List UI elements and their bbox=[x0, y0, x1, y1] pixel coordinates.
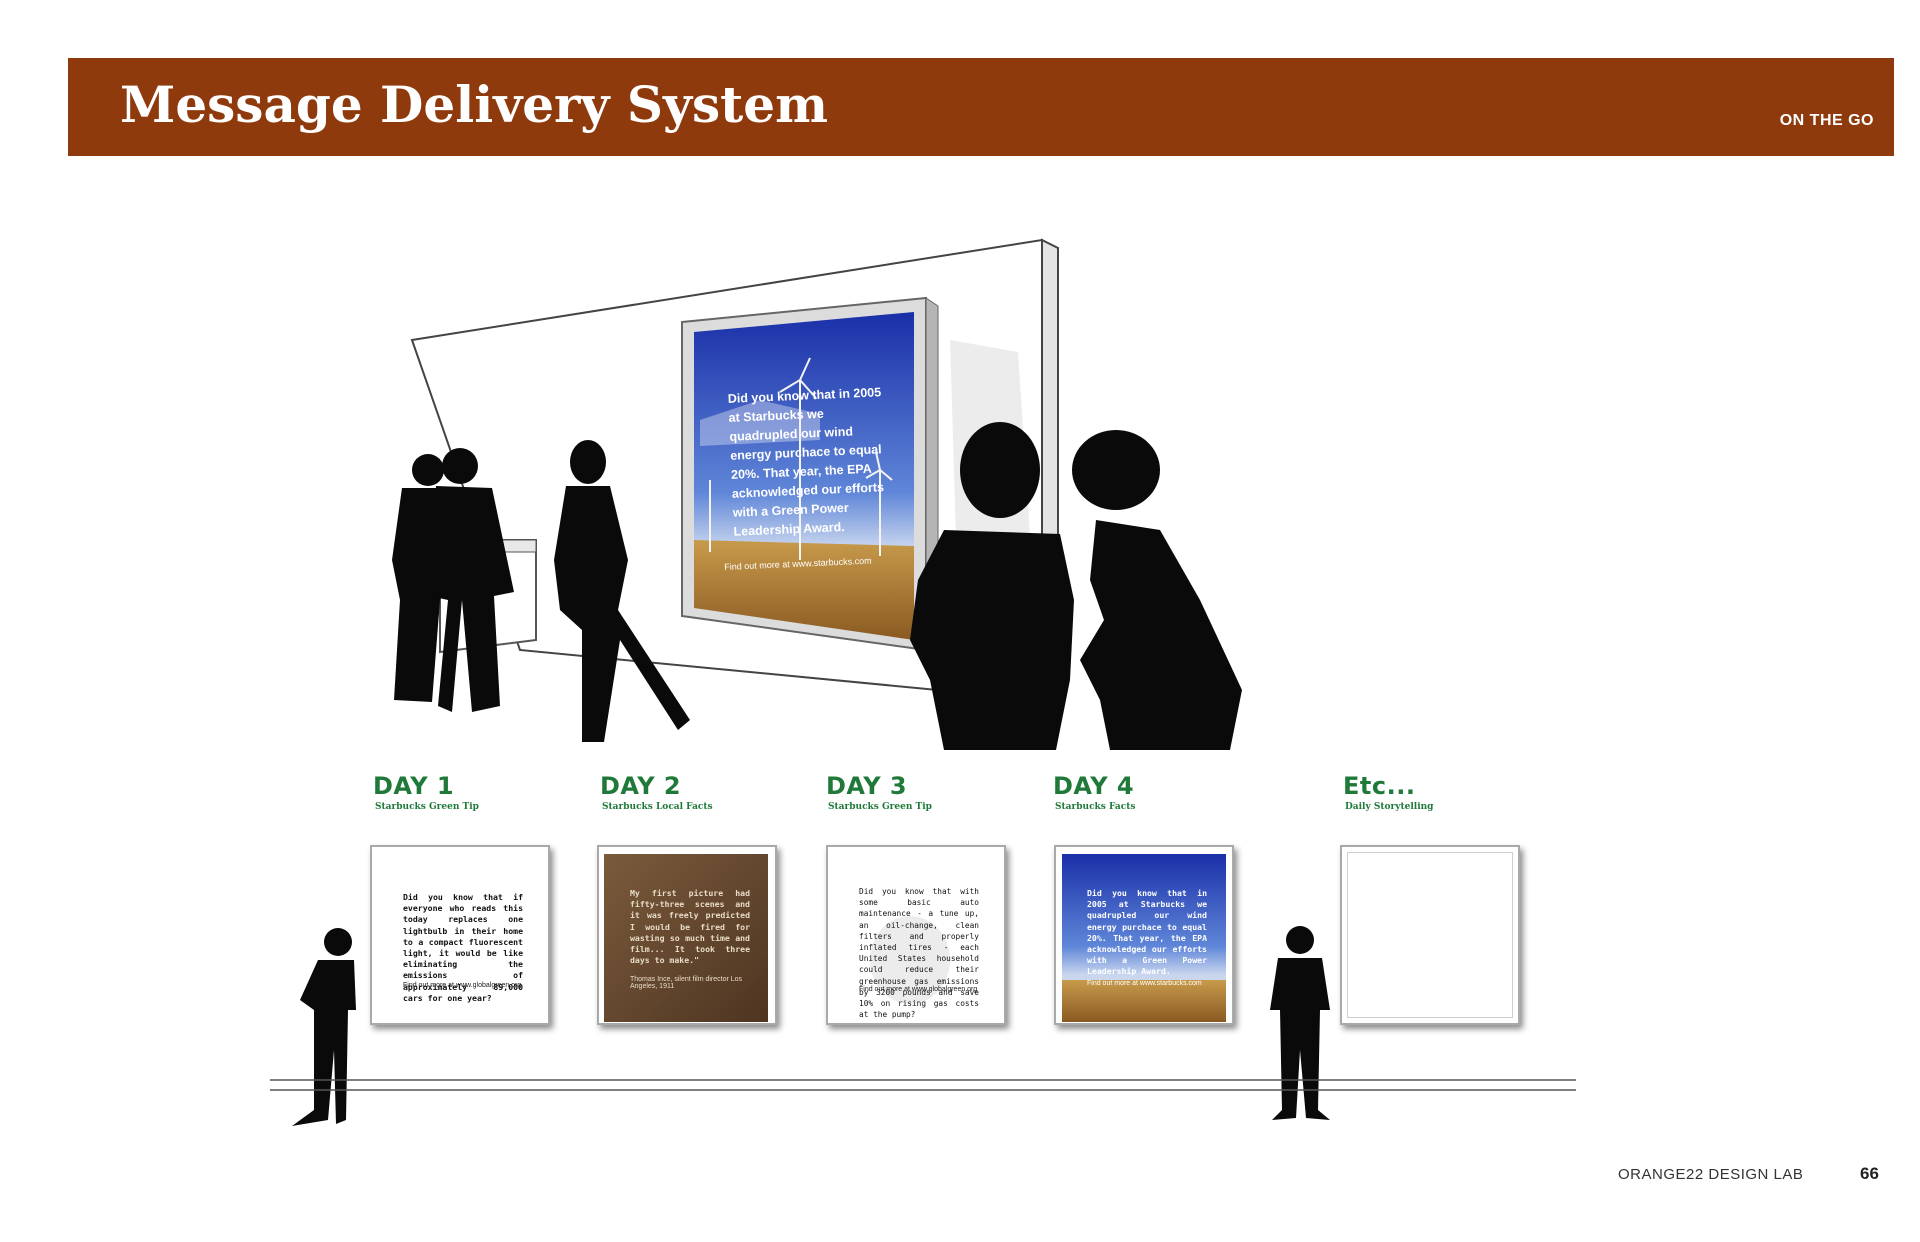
day-1-card-text: Did you know that if everyone who reads … bbox=[403, 892, 523, 1003]
day-1-card: Did you know that if everyone who reads … bbox=[370, 845, 550, 1025]
page-title: Message Delivery System bbox=[120, 75, 828, 134]
card-visual-tire bbox=[870, 916, 950, 1004]
etc-subtitle: Daily Storytelling bbox=[1345, 802, 1434, 812]
day-2-card: My first picture had fifty-three scenes … bbox=[597, 845, 777, 1025]
day-1-subtitle: Starbucks Green Tip bbox=[375, 802, 479, 812]
day-4-title: DAY 4 bbox=[1053, 772, 1135, 800]
day-4-subtitle: Starbucks Facts bbox=[1055, 802, 1136, 812]
etc-card bbox=[1340, 845, 1520, 1025]
big-screen-frame bbox=[681, 296, 939, 655]
day-4-card-text: Did you know that in 2005 at Starbucks w… bbox=[1087, 888, 1207, 977]
day-2-title: DAY 2 bbox=[600, 772, 682, 800]
day-4-card: Did you know that in 2005 at Starbucks w… bbox=[1054, 845, 1234, 1025]
etc-title: Etc... bbox=[1343, 772, 1416, 800]
day-1-card-link: Find out more at www.globalgreen.org bbox=[403, 982, 522, 989]
day-3-card-link: Find out more at www.globalgreen.org bbox=[859, 986, 978, 993]
day-3-card: Did you know that with some basic auto m… bbox=[826, 845, 1006, 1025]
big-screen-message: Did you know that in 2005 at Starbucks w… bbox=[694, 312, 898, 608]
day-3-title: DAY 3 bbox=[826, 772, 908, 800]
floor-line bbox=[270, 1079, 1576, 1091]
day-4-card-link: Find out more at www.starbucks.com bbox=[1087, 980, 1202, 987]
day-2-card-link: Thomas Ince, silent film director Los An… bbox=[630, 976, 743, 990]
footer-organization: ORANGE22 DESIGN LAB bbox=[1618, 1166, 1804, 1183]
day-2-card-text: My first picture had fifty-three scenes … bbox=[630, 888, 750, 966]
card-visual-sepia bbox=[604, 854, 768, 1022]
day-2-subtitle: Starbucks Local Facts bbox=[602, 802, 713, 812]
day-3-card-text: Did you know that with some basic auto m… bbox=[859, 887, 979, 1020]
day-1-title: DAY 1 bbox=[373, 772, 455, 800]
header-bar: Message Delivery System ON THE GO bbox=[68, 58, 1894, 156]
big-screen-text: Did you know that in 2005 at Starbucks w… bbox=[727, 385, 885, 539]
section-label: ON THE GO bbox=[1779, 112, 1874, 129]
card-visual-windfarm bbox=[1062, 854, 1226, 1022]
page-number: 66 bbox=[1860, 1164, 1879, 1183]
day-3-subtitle: Starbucks Green Tip bbox=[828, 802, 932, 812]
people-silhouettes bbox=[292, 422, 1330, 1126]
big-screen-link: Find out more at www.starbucks.com bbox=[724, 555, 872, 572]
